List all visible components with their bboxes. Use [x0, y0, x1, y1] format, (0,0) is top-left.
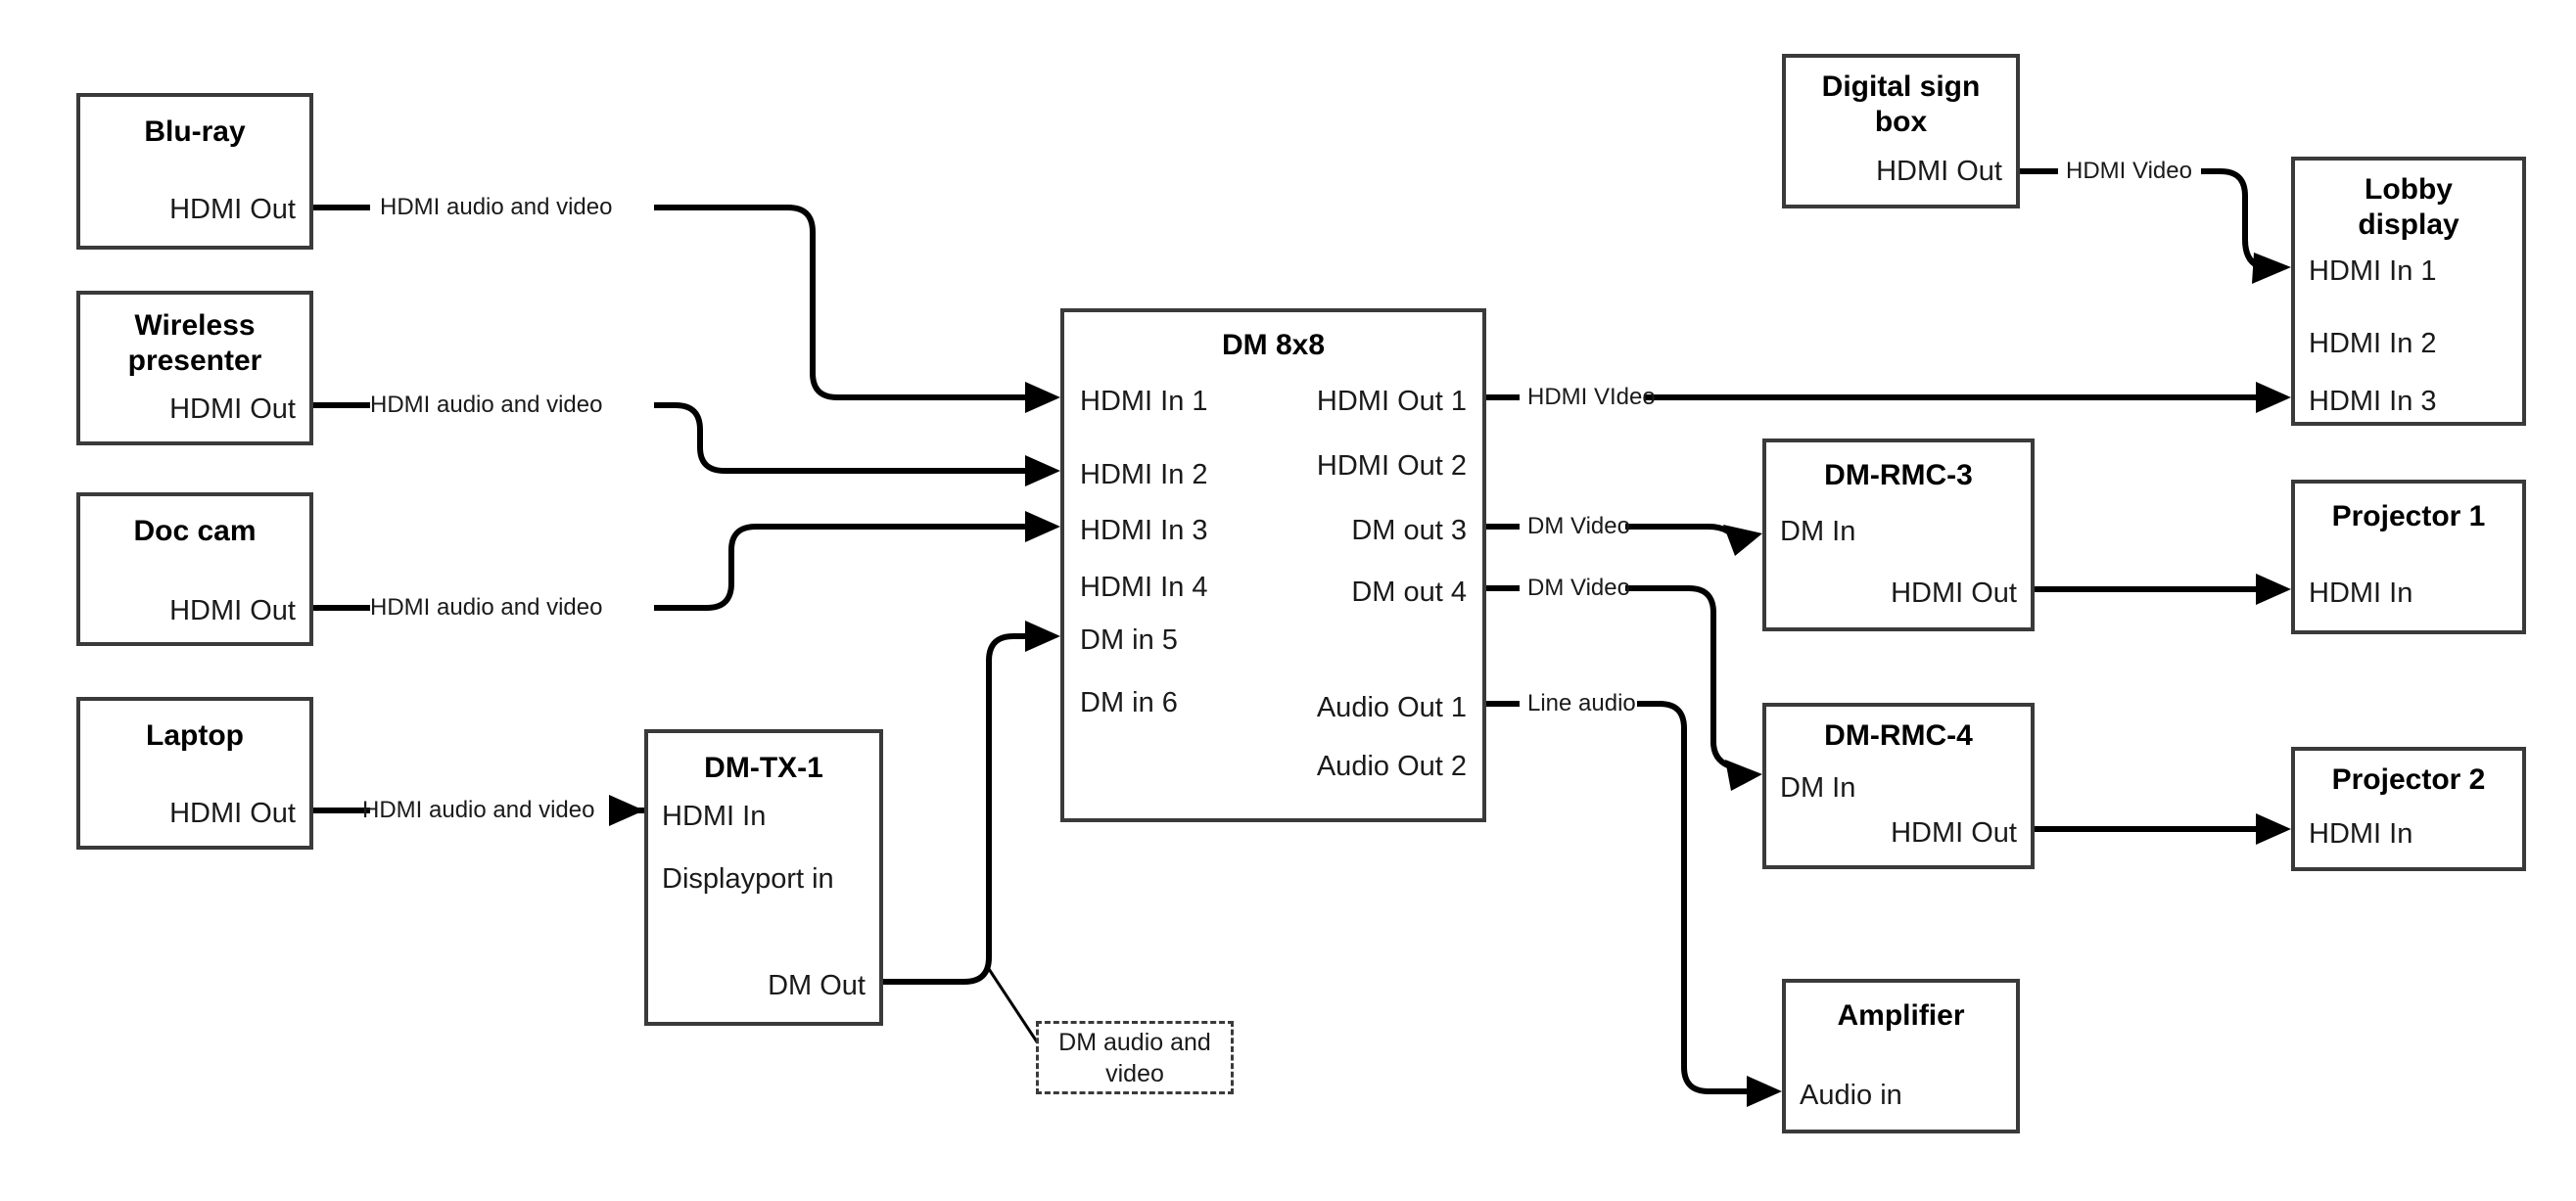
- node-digital-sign-box-title: Digital sign box: [1821, 70, 1981, 138]
- node-dm-tx-1-port-displayport-in[interactable]: Displayport in: [662, 863, 834, 895]
- node-dm-rmc-4[interactable]: DM-RMC-4 DM In HDMI Out: [1762, 703, 2035, 869]
- node-dm-8x8-output-4[interactable]: DM out 4: [1351, 577, 1467, 608]
- note-dm-audio-and-video: DM audio and video: [1036, 1021, 1234, 1094]
- node-lobby-display-title: Lobby display: [2358, 173, 2459, 241]
- node-amplifier-title: Amplifier: [1837, 999, 1965, 1032]
- node-dm-8x8-output-5[interactable]: Audio Out 1: [1316, 692, 1467, 723]
- node-dm-rmc-3-title: DM-RMC-3: [1824, 459, 1973, 491]
- node-dm-tx-1-title: DM-TX-1: [704, 752, 823, 784]
- node-dm-8x8[interactable]: DM 8x8 HDMI In 1 HDMI In 2 HDMI In 3 HDM…: [1060, 308, 1486, 822]
- node-laptop-title: Laptop: [146, 719, 244, 752]
- node-dm-rmc-3-port-hdmi-out[interactable]: HDMI Out: [1891, 577, 2017, 609]
- node-bluray-title: Blu-ray: [144, 115, 246, 148]
- node-projector-1[interactable]: Projector 1 HDMI In: [2291, 480, 2526, 634]
- node-bluray-port-hdmi-out[interactable]: HDMI Out: [169, 194, 296, 225]
- node-dm-8x8-input-6[interactable]: DM in 6: [1080, 687, 1178, 718]
- node-bluray[interactable]: Blu-ray HDMI Out: [76, 93, 313, 250]
- node-dm-8x8-output-6[interactable]: Audio Out 2: [1316, 751, 1467, 782]
- node-dm-8x8-title: DM 8x8: [1221, 329, 1326, 361]
- node-doc-cam-title: Doc cam: [133, 515, 257, 547]
- node-projector-2-title: Projector 2: [2331, 763, 2486, 796]
- edge-label-bluray-to-dm8x8: HDMI audio and video: [380, 194, 613, 220]
- node-digital-sign-box[interactable]: Digital sign box HDMI Out: [1782, 54, 2020, 208]
- node-doc-cam[interactable]: Doc cam HDMI Out: [76, 492, 313, 646]
- node-wireless-presenter-title: Wireless presenter: [127, 309, 262, 377]
- node-projector-1-port-hdmi-in[interactable]: HDMI In: [2309, 577, 2413, 609]
- node-projector-1-title: Projector 1: [2331, 500, 2486, 532]
- edge-label-laptop-to-dmtx1: HDMI audio and video: [362, 797, 595, 823]
- edge-label-doccam-to-dm8x8: HDMI audio and video: [370, 594, 603, 621]
- node-amplifier[interactable]: Amplifier Audio in: [1782, 979, 2020, 1133]
- node-doc-cam-port-hdmi-out[interactable]: HDMI Out: [169, 595, 296, 626]
- edge-label-wireless-to-dm8x8: HDMI audio and video: [370, 392, 603, 418]
- node-dm-8x8-input-1[interactable]: HDMI In 1: [1080, 386, 1208, 417]
- edge-label-digital-sign-to-lobby: HDMI Video: [2066, 158, 2192, 184]
- node-laptop[interactable]: Laptop HDMI Out: [76, 697, 313, 850]
- edge-label-dm8x8-dm-out-4: DM Video: [1527, 575, 1630, 601]
- node-dm-rmc-4-port-dm-in[interactable]: DM In: [1780, 772, 1856, 804]
- node-dm-tx-1[interactable]: DM-TX-1 HDMI In Displayport in DM Out: [644, 729, 883, 1026]
- node-dm-8x8-output-3[interactable]: DM out 3: [1351, 515, 1467, 546]
- node-dm-tx-1-port-hdmi-in[interactable]: HDMI In: [662, 801, 767, 832]
- node-lobby-display[interactable]: Lobby display HDMI In 1 HDMI In 2 HDMI I…: [2291, 157, 2526, 426]
- node-dm-tx-1-port-dm-out[interactable]: DM Out: [768, 970, 866, 1001]
- node-dm-8x8-output-1[interactable]: HDMI Out 1: [1316, 386, 1467, 417]
- node-projector-2[interactable]: Projector 2 HDMI In: [2291, 747, 2526, 871]
- node-dm-rmc-4-port-hdmi-out[interactable]: HDMI Out: [1891, 817, 2017, 849]
- node-wireless-presenter[interactable]: Wireless presenter HDMI Out: [76, 291, 313, 445]
- node-laptop-port-hdmi-out[interactable]: HDMI Out: [169, 798, 296, 829]
- node-digital-sign-box-port-hdmi-out[interactable]: HDMI Out: [1876, 156, 2002, 187]
- edge-label-dm8x8-hdmi-out-1: HDMI VIdeo: [1527, 384, 1656, 410]
- node-lobby-display-input-3[interactable]: HDMI In 3: [2309, 386, 2437, 417]
- node-projector-2-port-hdmi-in[interactable]: HDMI In: [2309, 818, 2413, 850]
- node-wireless-presenter-port-hdmi-out[interactable]: HDMI Out: [169, 393, 296, 425]
- node-lobby-display-input-2[interactable]: HDMI In 2: [2309, 328, 2437, 359]
- node-dm-8x8-input-3[interactable]: HDMI In 3: [1080, 515, 1208, 546]
- node-dm-rmc-4-title: DM-RMC-4: [1824, 719, 1973, 752]
- edge-label-dm8x8-audio-out-1: Line audio: [1527, 690, 1636, 716]
- node-dm-rmc-3[interactable]: DM-RMC-3 DM In HDMI Out: [1762, 439, 2035, 631]
- edge-label-dm8x8-dm-out-3: DM Video: [1527, 513, 1630, 539]
- node-lobby-display-input-1[interactable]: HDMI In 1: [2309, 255, 2437, 287]
- node-dm-8x8-input-5[interactable]: DM in 5: [1080, 624, 1178, 656]
- node-amplifier-port-audio-in[interactable]: Audio in: [1800, 1080, 1902, 1111]
- node-dm-8x8-input-2[interactable]: HDMI In 2: [1080, 459, 1208, 490]
- node-dm-8x8-output-2[interactable]: HDMI Out 2: [1316, 450, 1467, 482]
- node-dm-rmc-3-port-dm-in[interactable]: DM In: [1780, 516, 1856, 547]
- node-dm-8x8-input-4[interactable]: HDMI In 4: [1080, 572, 1208, 603]
